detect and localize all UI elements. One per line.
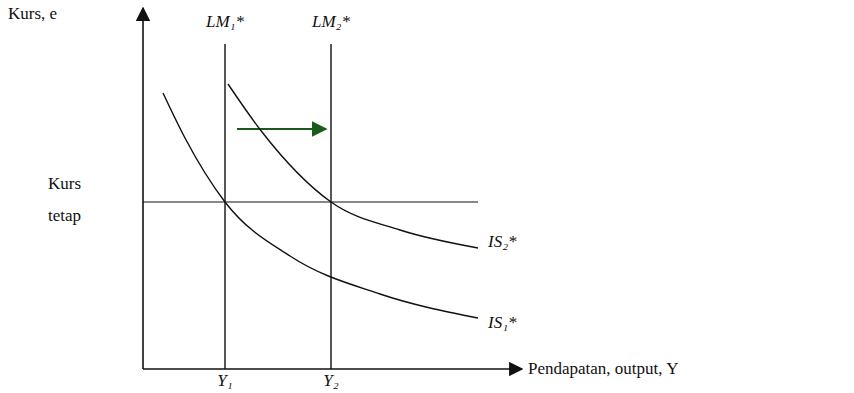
tick-label: Y₁ [217, 371, 232, 391]
tick-label: Y₂ [323, 371, 338, 391]
y-axis [142, 8, 144, 369]
curve-label: IS₂* [488, 232, 517, 252]
axis-label: Kurs tetap [48, 168, 100, 233]
x-axis [143, 368, 522, 370]
is-curve [228, 84, 478, 248]
axis-label: Kurs, e [8, 4, 57, 24]
curve-label: LM₂* [312, 12, 350, 32]
shift-arrow [237, 128, 326, 130]
fixed-rate-line [143, 201, 478, 202]
curve-label: LM₁* [206, 12, 244, 32]
lm-curve [224, 44, 225, 369]
curve-label: IS₁* [488, 313, 517, 333]
axis-label: Pendapatan, output, Y [528, 359, 678, 379]
lm-curve [330, 44, 331, 369]
is-curve [163, 93, 478, 318]
